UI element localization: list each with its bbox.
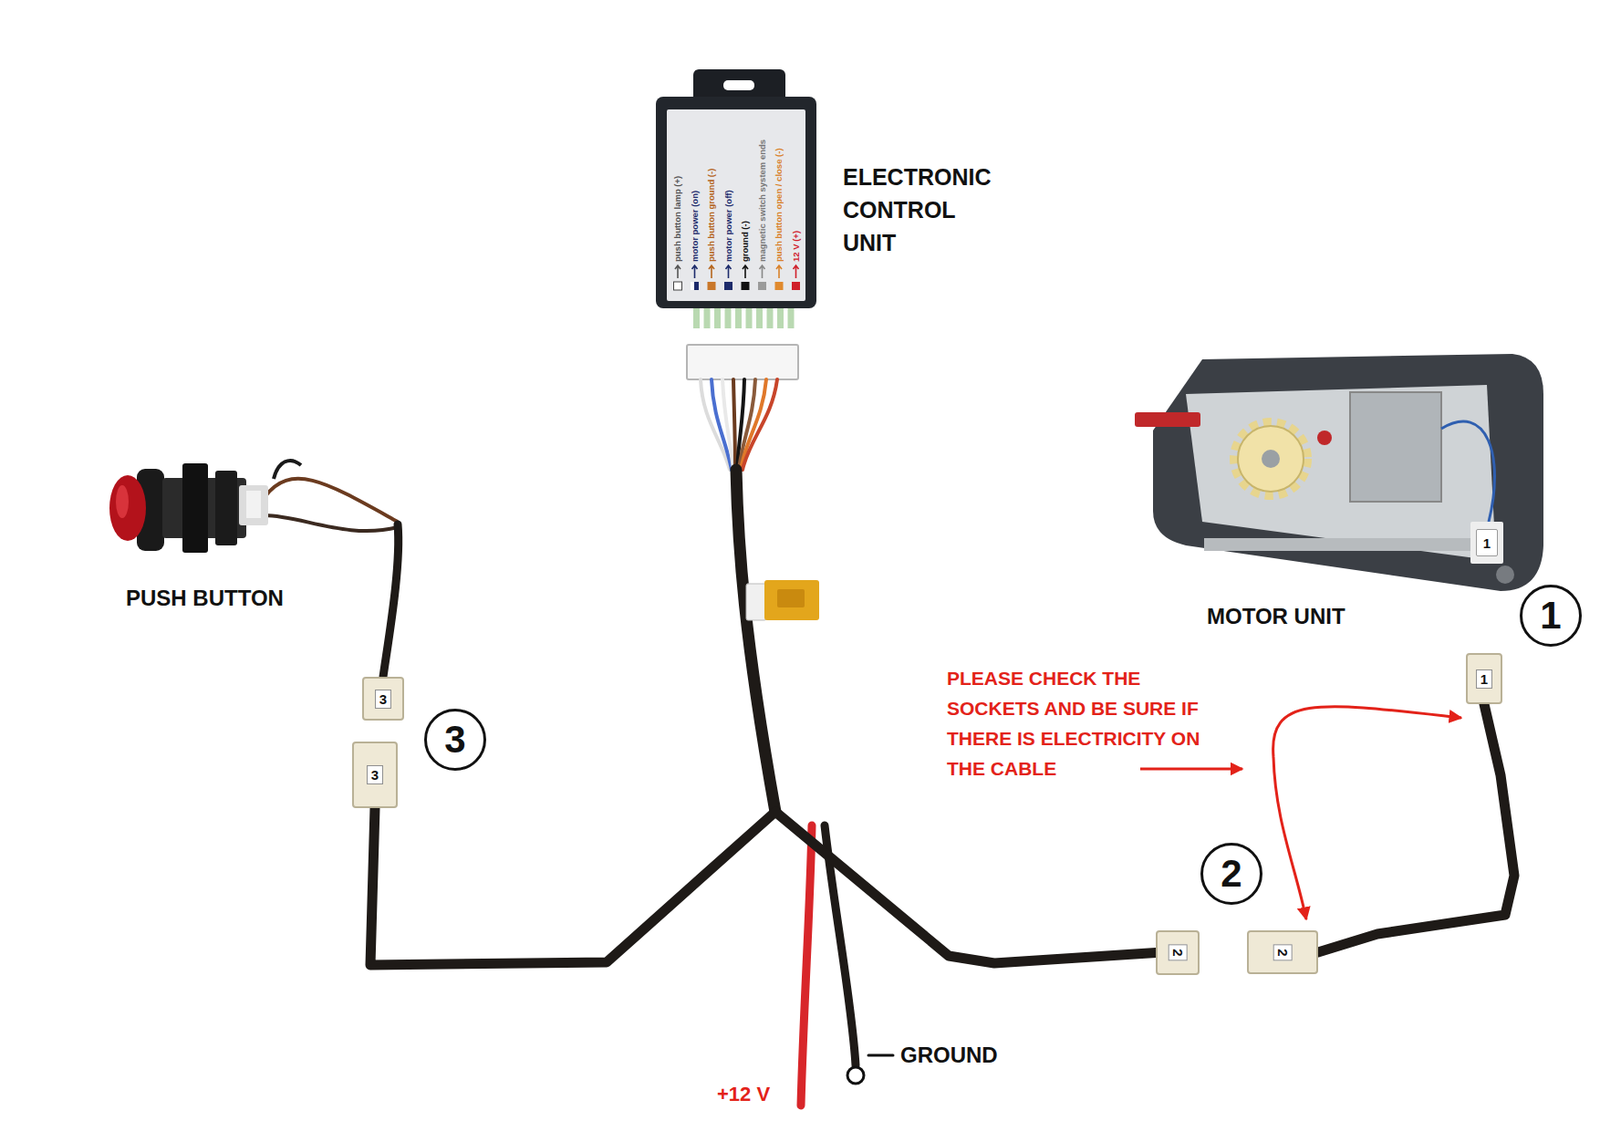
- control-unit: [655, 69, 817, 470]
- pin-label: motor power (on): [689, 190, 701, 262]
- connector-plug: 3: [352, 741, 398, 809]
- node-text: 2: [1273, 944, 1293, 961]
- harness-cable: [370, 808, 1156, 966]
- callout-number: 2: [1200, 842, 1263, 905]
- pin-label: push button open / close (-): [773, 147, 785, 262]
- pin-label: motor power (off): [723, 189, 735, 262]
- wire-label: +12 V: [716, 1081, 770, 1108]
- node-text: 3: [366, 765, 384, 785]
- motor-unit-illustration: [1134, 353, 1544, 592]
- pin-label: push button ground (-): [706, 168, 717, 262]
- node-text: 2: [1168, 944, 1188, 961]
- pin-arrows: [675, 265, 800, 279]
- node-text: 3: [444, 719, 466, 760]
- pin-label: 12 V (+): [790, 230, 802, 262]
- pin-label: ground (-): [739, 220, 751, 262]
- pin-label: magnetic switch system ends: [757, 139, 769, 262]
- node-text: 1: [1539, 595, 1561, 636]
- connector-plug: 2: [1155, 930, 1200, 976]
- pin-row: [693, 308, 795, 329]
- harness-trunk: [736, 469, 820, 812]
- wire-label: GROUND: [900, 1042, 998, 1069]
- part-name: ELECTRONIC CONTROL UNIT: [842, 160, 1008, 260]
- node-text: 3: [374, 689, 392, 709]
- push-button-illustration: [109, 460, 399, 677]
- connector-plug: 3: [362, 676, 405, 721]
- connector-plug: 1: [1465, 653, 1503, 705]
- callout-number: 3: [424, 708, 487, 771]
- part-name: PUSH BUTTON: [125, 584, 284, 613]
- harness-cable: [1318, 704, 1515, 953]
- node-text: 1: [1475, 669, 1493, 689]
- plug-wires: [700, 379, 778, 470]
- callout-number: 1: [1519, 584, 1582, 647]
- node-text: 2: [1220, 853, 1242, 894]
- connector-plug: 2: [1246, 930, 1319, 975]
- warning-note: PLEASE CHECK THE SOCKETS AND BE SURE IF …: [946, 663, 1228, 784]
- part-name: MOTOR UNIT: [1206, 602, 1346, 631]
- pin-color-squares: [674, 281, 801, 291]
- node-text: 1: [1483, 535, 1491, 551]
- connector-tag: 1: [1475, 529, 1498, 557]
- pin-label: push button lamp (+): [672, 176, 684, 262]
